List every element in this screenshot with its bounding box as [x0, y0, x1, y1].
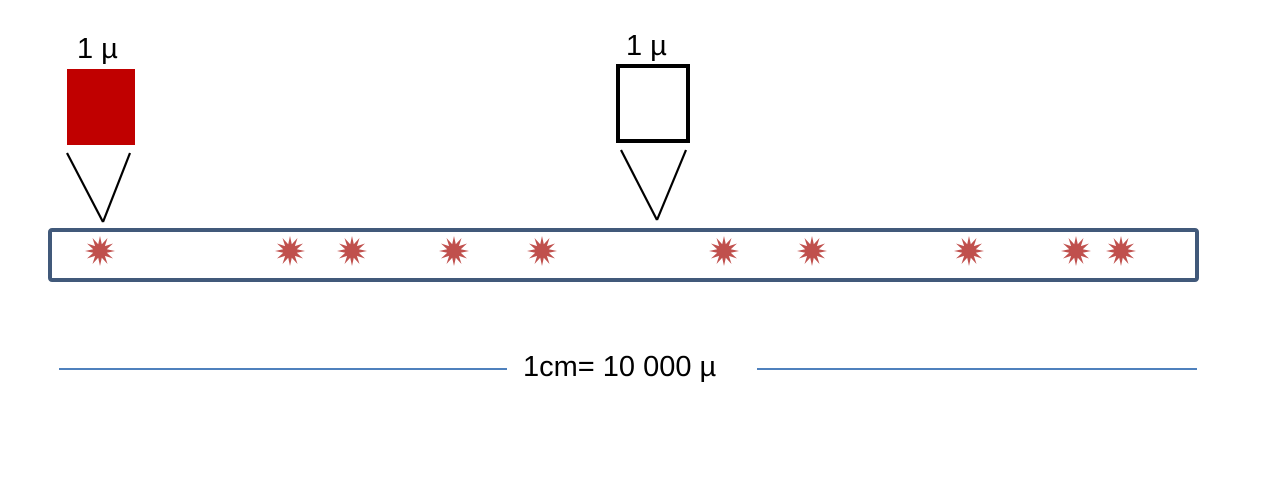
star-burst-icon: [527, 236, 557, 266]
particle-group: [85, 236, 1136, 266]
star-burst-icon: [709, 236, 739, 266]
outline-square: [616, 64, 690, 143]
filled-probe-cone-right: [101, 152, 132, 223]
star-burst-icon: [1061, 236, 1091, 266]
star-burst-icon: [954, 236, 984, 266]
scale-bar: 1cm= 10 000 µ: [59, 351, 1197, 383]
star-burst-icon: [85, 236, 115, 266]
filled-probe-label: 1 µ: [77, 33, 118, 65]
filled-probe-cone-left: [66, 152, 104, 223]
outline-probe: 1 µ: [616, 30, 690, 221]
sample-strip: [48, 228, 1199, 282]
outline-probe-label: 1 µ: [626, 30, 667, 62]
star-burst-icon: [1106, 236, 1136, 266]
scale-label: 1cm= 10 000 µ: [523, 351, 717, 383]
star-burst-icon: [275, 236, 305, 266]
filled-square: [67, 69, 135, 145]
star-burst-icon: [439, 236, 469, 266]
star-burst-icon: [797, 236, 827, 266]
outline-probe-cone-right: [655, 149, 688, 221]
filled-probe: 1 µ: [66, 33, 135, 223]
star-burst-icon: [337, 236, 367, 266]
outline-probe-cone-left: [620, 149, 658, 221]
